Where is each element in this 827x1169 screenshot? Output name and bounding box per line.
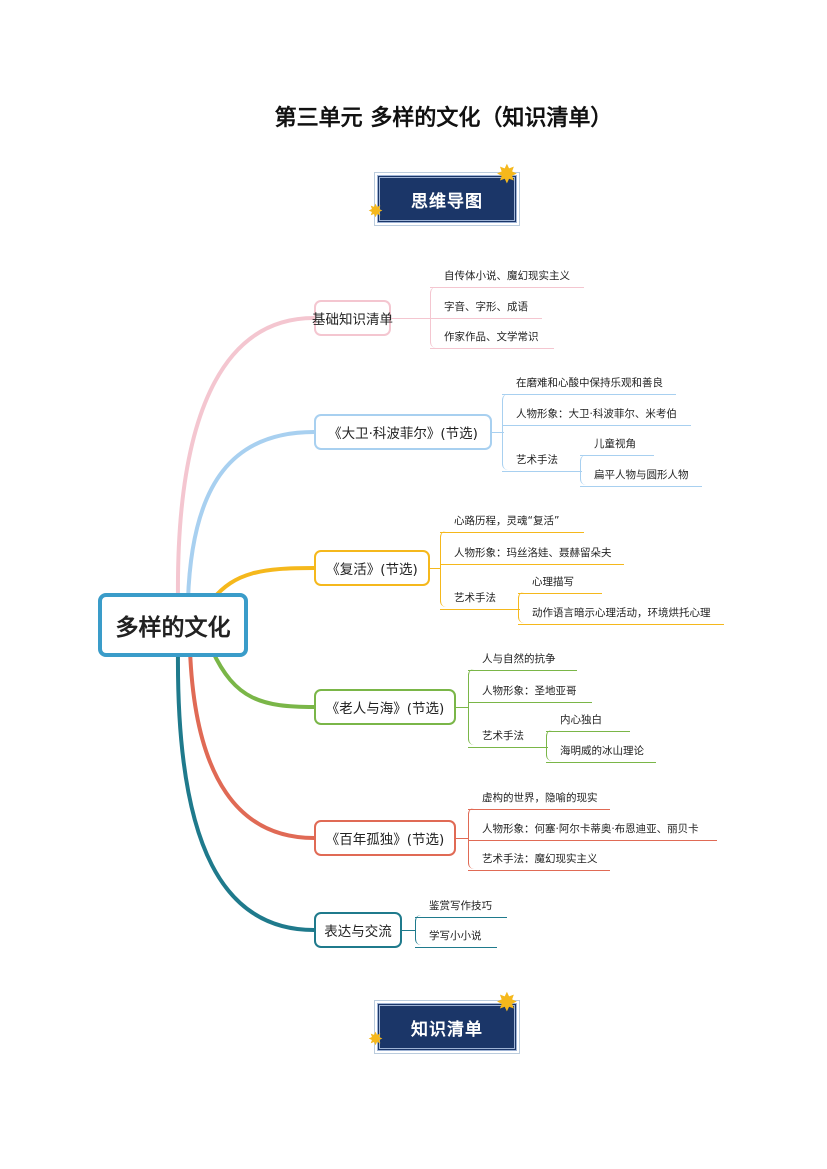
connector-blue <box>186 430 315 601</box>
leaf: 人物形象：圣地亚哥 <box>468 683 592 703</box>
connector-red <box>188 649 315 840</box>
mindmap-center: 多样的文化 <box>98 593 248 657</box>
branch-expression: 表达与交流 <box>314 912 402 948</box>
leaf: 学写小小说 <box>415 928 497 948</box>
leaf: 人物形象：何塞·阿尔卡蒂奥·布恩迪亚、丽贝卡 <box>468 821 717 841</box>
bracket <box>502 394 509 470</box>
art-technique-label: 艺术手法 <box>502 452 582 472</box>
branch-old-man-sea: 《老人与海》(节选) <box>314 689 456 725</box>
art-technique-label: 艺术手法 <box>468 728 548 748</box>
art-technique-label: 艺术手法 <box>440 590 520 610</box>
bracket <box>546 730 553 761</box>
branch-hundred-years: 《百年孤独》(节选) <box>314 820 456 856</box>
leaf: 海明威的冰山理论 <box>546 743 656 763</box>
leaf: 动作语言暗示心理活动，环境烘托心理 <box>518 605 724 625</box>
mindmap-banner: 思维导图 <box>377 175 517 223</box>
leaf: 字音、字形、成语 <box>430 299 542 319</box>
knowledge-banner: 知识清单 <box>377 1003 517 1051</box>
connector-pink <box>175 316 315 601</box>
leaf: 心路历程，灵魂“复活” <box>440 513 584 533</box>
branch-line <box>391 318 430 319</box>
leaf: 作家作品、文学常识 <box>430 329 554 349</box>
branch-line <box>430 568 440 569</box>
bracket <box>430 287 437 348</box>
connector-orange <box>210 566 315 602</box>
bracket <box>440 531 447 607</box>
star-icon: ✸ <box>368 201 384 222</box>
star-icon: ✸ <box>368 1029 384 1050</box>
branch-line <box>456 838 468 839</box>
page-title: 第三单元 多样的文化（知识清单） <box>274 106 613 131</box>
connector-teal <box>175 649 315 932</box>
star-icon: ✸ <box>496 160 518 190</box>
bracket <box>468 808 475 869</box>
leaf: 人物形象：大卫·科波菲尔、米考伯 <box>502 406 691 426</box>
branch-line <box>456 707 468 708</box>
leaf: 人与自然的抗争 <box>468 651 577 671</box>
leaf: 虚构的世界，隐喻的现实 <box>468 790 610 810</box>
branch-resurrection: 《复活》(节选) <box>314 550 430 586</box>
bracket <box>468 669 475 745</box>
bracket <box>580 455 587 485</box>
star-icon: ✸ <box>496 988 518 1018</box>
bracket <box>415 915 422 945</box>
leaf: 自传体小说、魔幻现实主义 <box>430 268 584 288</box>
branch-basics: 基础知识清单 <box>312 300 393 336</box>
leaf: 人物形象：玛丝洛娃、聂赫留朵夫 <box>440 545 624 565</box>
leaf: 内心独白 <box>546 712 630 732</box>
connector-green <box>210 649 315 709</box>
leaf: 艺术手法：魔幻现实主义 <box>468 851 610 871</box>
bracket <box>518 592 525 623</box>
leaf: 鉴赏写作技巧 <box>415 898 507 918</box>
leaf: 扁平人物与圆形人物 <box>580 467 702 487</box>
leaf: 儿童视角 <box>580 436 654 456</box>
leaf: 在磨难和心酸中保持乐观和善良 <box>502 375 676 395</box>
branch-line <box>492 432 504 433</box>
leaf: 心理描写 <box>518 574 602 594</box>
branch-line <box>402 930 415 931</box>
branch-david-copperfield: 《大卫·科波菲尔》(节选) <box>314 414 492 450</box>
